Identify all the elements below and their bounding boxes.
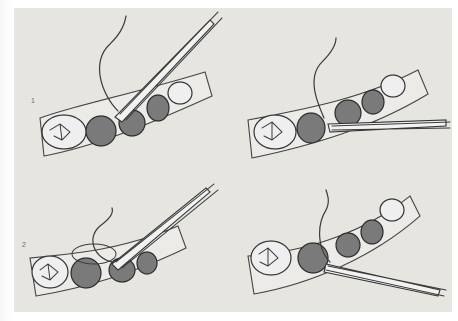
premolar-tooth [86,116,116,146]
incisor-light-tooth [381,75,405,97]
panel-upper-right [248,38,450,158]
panel-lower-right [248,190,446,296]
incisor-tooth [147,95,169,121]
canine-tooth [335,100,361,126]
panel-lower-left [30,184,218,296]
incisor-tooth [361,220,383,244]
incisor-light-tooth [380,199,404,221]
incisor-tooth [362,90,384,114]
molar-tooth [251,241,291,275]
premolar-tooth [71,258,101,288]
panel-upper-left [40,12,222,156]
molar-tooth [42,115,86,149]
molar-tooth [254,115,296,149]
premolar-tooth [298,243,328,273]
canine-tooth [336,233,360,257]
molar-tooth [32,256,68,288]
incisor-tooth [137,252,157,274]
premolar-tooth [297,113,325,143]
incisor-light-tooth [168,82,192,104]
